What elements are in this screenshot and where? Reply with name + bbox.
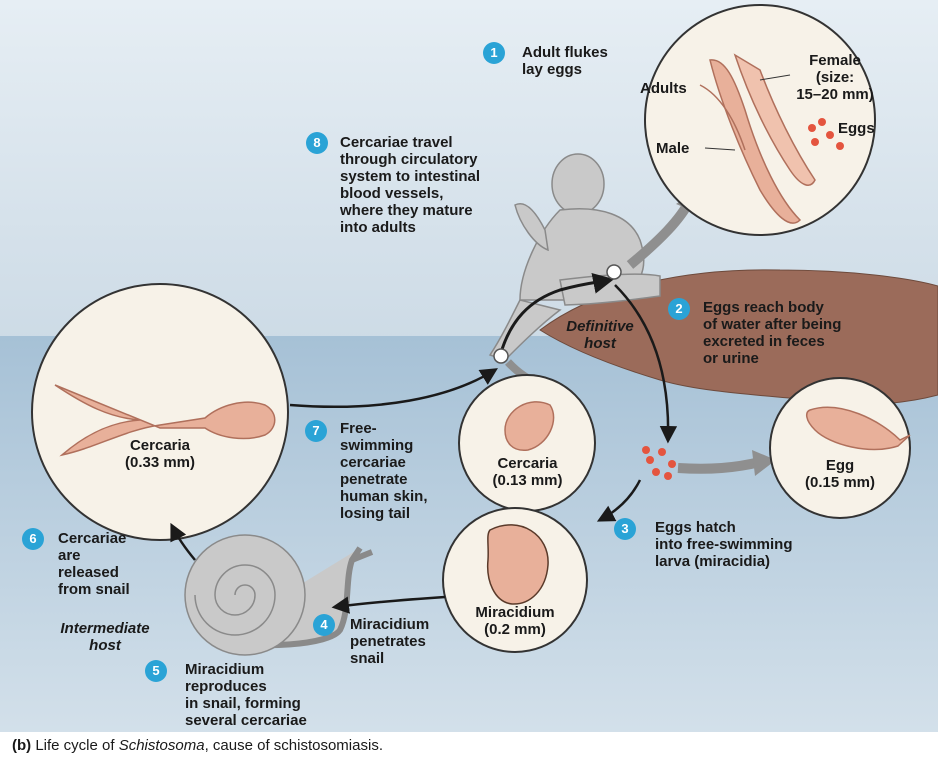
egg-circle — [769, 377, 911, 519]
arrow-to-snail — [331, 595, 446, 614]
fluke-worms — [699, 53, 816, 224]
eggs-label: Eggs — [838, 120, 875, 137]
arrow-snail-to-cercaria — [170, 522, 196, 561]
step-7-badge: 7 — [305, 420, 327, 442]
miracidium-drawing — [486, 524, 549, 605]
step-5-badge: 5 — [145, 660, 167, 682]
arrow-cercaria-to-human — [289, 368, 498, 408]
step-8-badge: 8 — [306, 132, 328, 154]
female-pointer — [759, 74, 791, 81]
step-3-badge: 3 — [614, 518, 636, 540]
adults-label: Adults — [640, 80, 687, 97]
infection-point — [493, 348, 509, 364]
circulatory-path — [498, 272, 615, 357]
male-label: Male — [656, 140, 690, 157]
figure-caption: (b) Life cycle of Schistosoma, cause of … — [12, 737, 383, 754]
cercaria-small-label: Cercaria(0.13 mm) — [492, 455, 563, 489]
step-4-badge: 4 — [313, 614, 335, 636]
cercaria-large-label: Cercaria(0.33 mm) — [124, 437, 196, 471]
cercaria-small-drawing — [504, 401, 555, 451]
step-6-badge: 6 — [22, 528, 44, 550]
caption-strip — [0, 732, 938, 768]
egg-label: Egg(0.15 mm) — [804, 457, 876, 491]
caption-prefix: (b) — [12, 737, 32, 754]
caption-text-after: , cause of schistosomiasis. — [204, 737, 383, 754]
step-2-badge: 2 — [668, 298, 690, 320]
caption-genus: Schistosoma — [118, 737, 205, 754]
arrow-to-miracidium — [596, 479, 642, 522]
cercaria-large-circle — [31, 283, 289, 541]
excretion-path — [614, 284, 678, 444]
male-pointer — [704, 147, 736, 151]
female-label: Female(size:15–20 mm) — [796, 52, 874, 103]
callout-to-egg — [677, 457, 762, 474]
eggs-in-water — [642, 446, 676, 480]
intestine-point — [606, 264, 622, 280]
fluke-eggs-inset — [808, 118, 844, 150]
shore — [539, 269, 938, 406]
callout-to-egg-head — [752, 450, 776, 476]
cercaria-large-drawing — [54, 384, 276, 457]
snail-drawing — [184, 534, 374, 656]
step-1-badge: 1 — [483, 42, 505, 64]
miracidium-label: Miracidium(0.2 mm) — [475, 604, 555, 638]
egg-drawing — [805, 406, 911, 451]
caption-text-before: Life cycle of — [31, 737, 119, 754]
adults-circle — [644, 4, 876, 236]
